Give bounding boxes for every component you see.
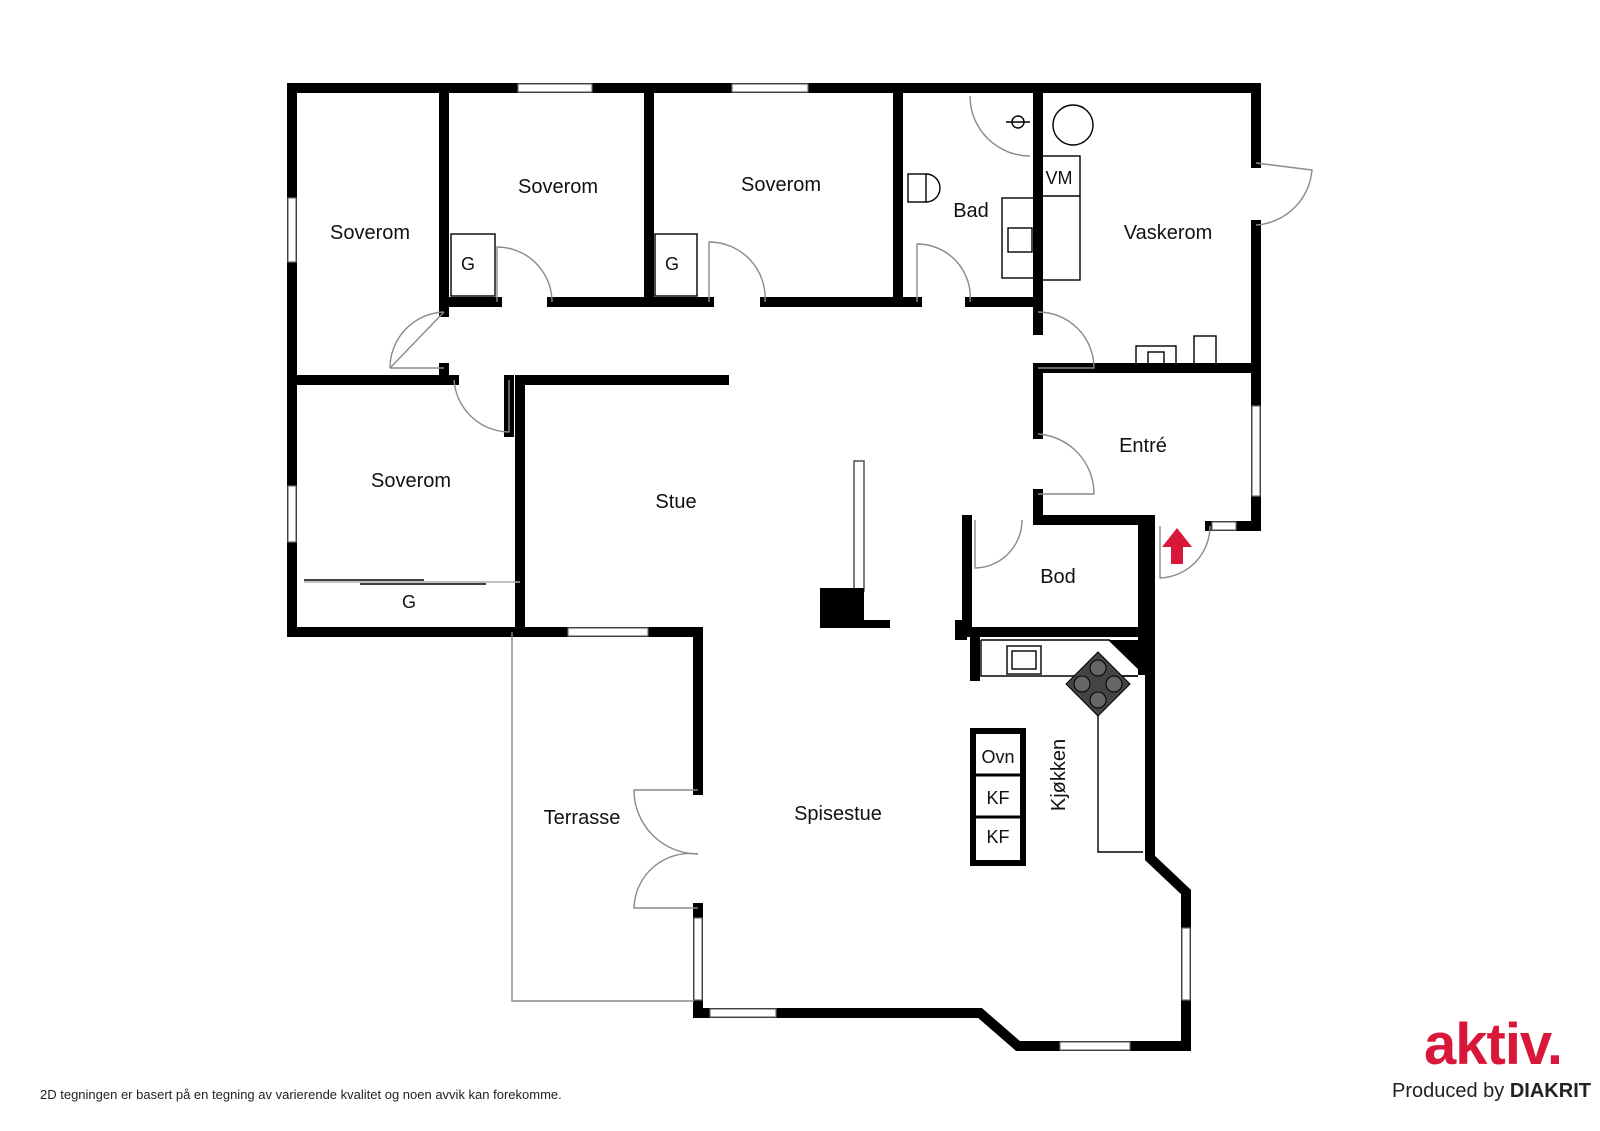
room-label-soverom-1: Soverom (330, 222, 410, 244)
room-label-soverom-2: Soverom (518, 176, 598, 198)
closet-1 (450, 233, 496, 297)
oven-label: Ovn (981, 747, 1014, 767)
entrance-arrow-icon (1162, 528, 1192, 564)
produced-by-line: Produced by DIAKRIT (1392, 1080, 1591, 1103)
produced-by-label: Produced by (1392, 1080, 1505, 1102)
room-label-bod: Bod (1040, 566, 1076, 588)
room-label-terrasse: Terrasse (544, 807, 621, 829)
bathroom-fixtures (907, 95, 1217, 371)
closet-label-3: G (402, 592, 416, 612)
logo-wordmark: aktiv. (1423, 1012, 1563, 1077)
closet-label-2: G (665, 254, 679, 274)
fireplace-icon (820, 460, 967, 640)
exterior-walls (287, 83, 1261, 1051)
windows (287, 83, 1261, 1051)
closet-label-1: G (461, 254, 475, 274)
closet-2 (654, 233, 698, 297)
fridge-label-1: KF (986, 788, 1009, 808)
shower-icon (969, 95, 1031, 157)
toilet-icon (907, 173, 927, 203)
producer-name: DIAKRIT (1509, 1080, 1591, 1102)
sink-icon (1007, 227, 1033, 253)
stove-icon (1065, 651, 1131, 717)
room-label-bad: Bad (953, 200, 989, 222)
sink-icon (1006, 645, 1042, 675)
sliding-wardrobe (304, 579, 520, 585)
terrace-outline (511, 632, 694, 1002)
room-label-soverom-3: Soverom (741, 174, 821, 196)
fridge-label-2: KF (986, 827, 1009, 847)
room-label-spisestue: Spisestue (794, 803, 882, 825)
brand-logo[interactable]: aktiv. Produced by DIAKRIT (1392, 1012, 1591, 1103)
room-label-stue: Stue (655, 491, 696, 513)
room-label-kjokken: Kjøkken (1048, 739, 1070, 811)
kitchen-fixtures (970, 639, 1143, 866)
doors (389, 162, 1313, 909)
room-label-soverom-4: Soverom (371, 470, 451, 492)
washing-machine-label: VM (1046, 168, 1073, 188)
room-label-entre: Entré (1119, 435, 1167, 457)
room-label-vaskerom: Vaskerom (1124, 222, 1213, 244)
disclaimer-text: 2D tegningen er basert på en tegning av … (40, 1087, 562, 1102)
